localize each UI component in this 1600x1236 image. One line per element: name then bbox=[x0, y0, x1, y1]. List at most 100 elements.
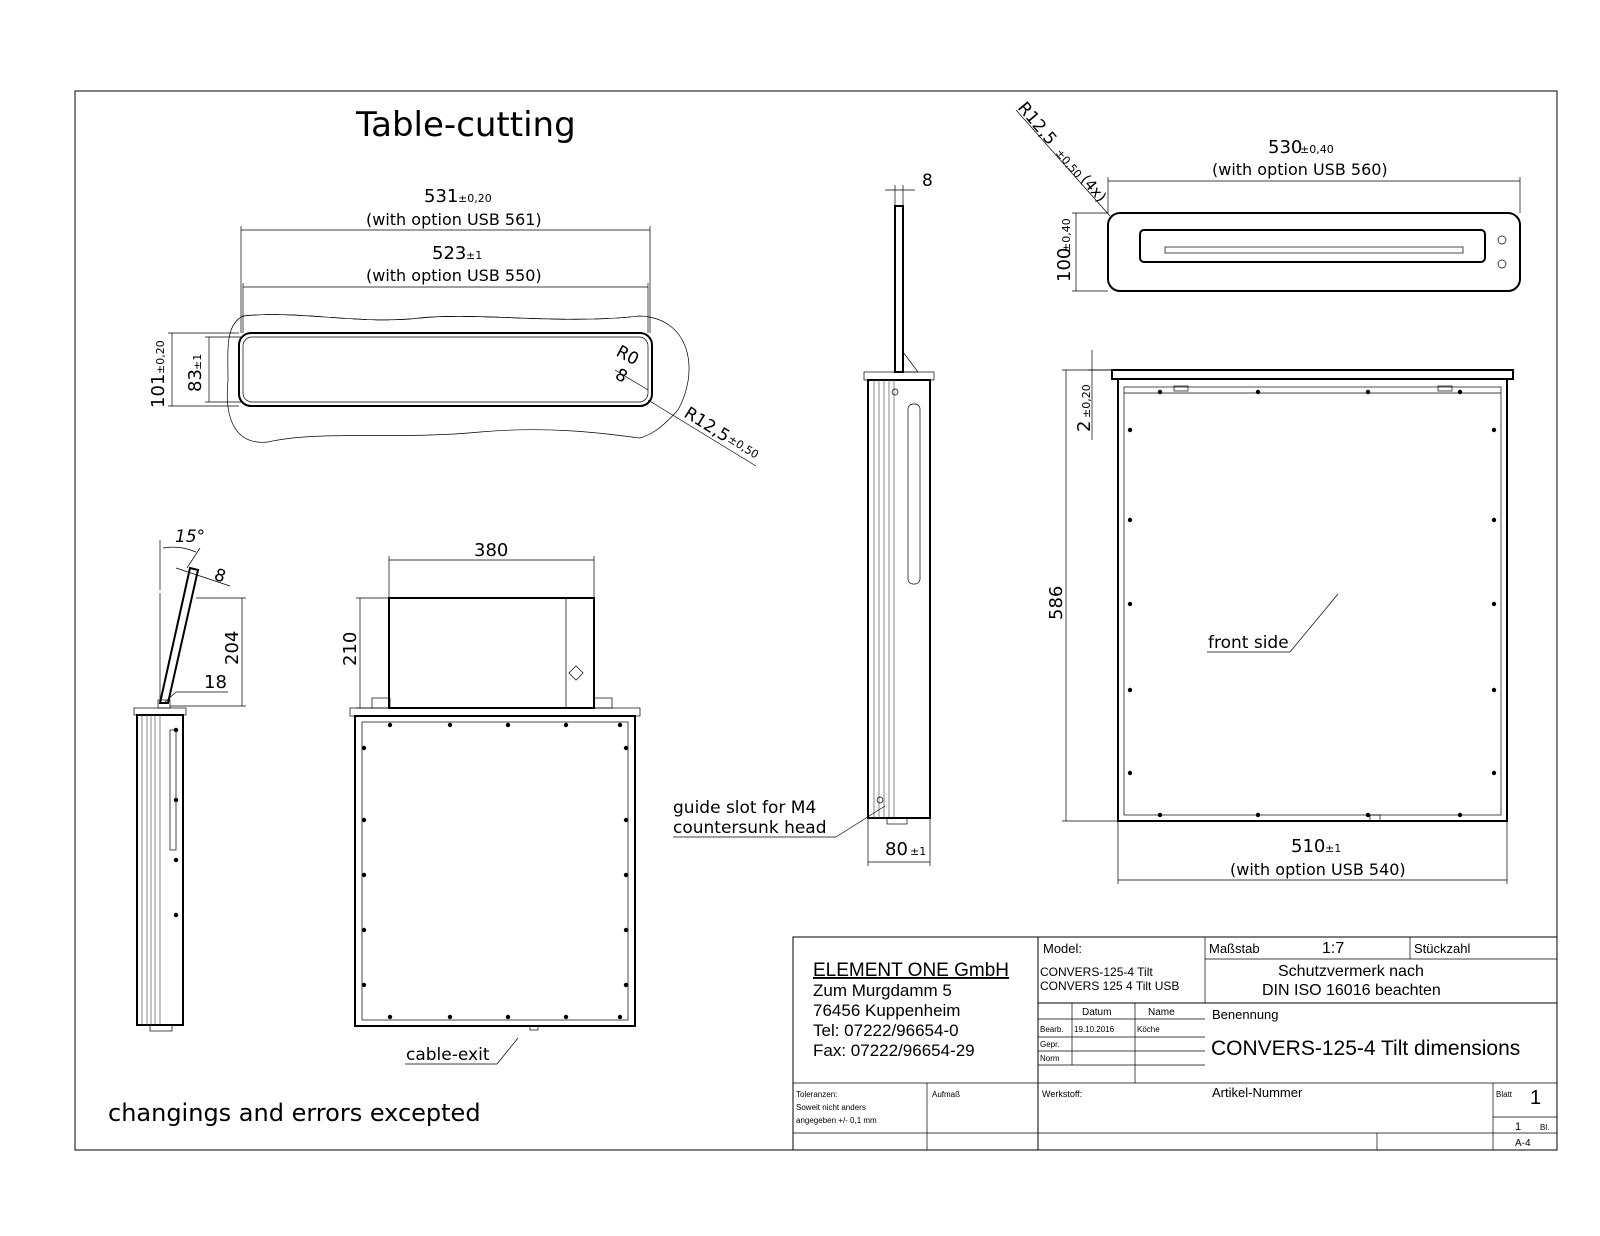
screw-dot bbox=[1491, 770, 1497, 776]
side-view: 15° 8 204 18 bbox=[133, 527, 246, 1032]
tol-2: ±0,20 bbox=[1080, 384, 1093, 418]
screw-dot bbox=[173, 857, 179, 863]
company-tel: Tel: 07222/96654-0 bbox=[813, 1021, 959, 1040]
screw-dot bbox=[1157, 389, 1163, 395]
screw-dot bbox=[1491, 517, 1497, 523]
screw-dot bbox=[173, 912, 179, 918]
tol-100: ±0,40 bbox=[1060, 218, 1073, 252]
model-line2: CONVERS 125 4 Tilt USB bbox=[1040, 979, 1179, 993]
dim-8-cut: 8 bbox=[612, 365, 631, 388]
front-side-label: front side bbox=[1208, 633, 1289, 653]
sheets-label: Bl. bbox=[1540, 1123, 1549, 1132]
tol-83: ±1 bbox=[191, 354, 204, 370]
dim-8-narrow: 8 bbox=[922, 171, 933, 191]
tol-80: ±1 bbox=[910, 845, 926, 858]
screw-dot bbox=[1127, 770, 1133, 776]
naming-label: Benennung bbox=[1212, 1007, 1279, 1022]
material-label: Werkstoff: bbox=[1042, 1089, 1082, 1099]
narrow-view: 8 80 ±1 guide slot for M4 countersunk he… bbox=[673, 171, 935, 866]
screw-dot bbox=[1127, 517, 1133, 523]
front-view: 380 210 cable-exit bbox=[340, 540, 641, 1065]
screw-dot bbox=[1127, 687, 1133, 693]
scale-value: 1:7 bbox=[1322, 940, 1344, 957]
company-fax: Fax: 07222/96654-29 bbox=[813, 1041, 975, 1060]
drawing-heading: Table-cutting bbox=[355, 105, 576, 145]
top-view: R12,5 ±0,50 (4x) 530 ±0,40 (with option … bbox=[1013, 98, 1521, 292]
screw-dot bbox=[1255, 389, 1261, 395]
tol-531: ±0,20 bbox=[458, 192, 492, 205]
dim-100: 100 bbox=[1054, 248, 1075, 282]
screw-dot bbox=[173, 727, 179, 733]
screw-dot bbox=[617, 1014, 623, 1020]
screw-dot bbox=[623, 817, 629, 823]
count-4x: (4x) bbox=[1077, 171, 1110, 206]
dim-380: 380 bbox=[474, 540, 508, 561]
radius-r125-top: R12,5 bbox=[1013, 98, 1060, 149]
radius-r0: R0 bbox=[613, 342, 642, 370]
screw-dot bbox=[447, 722, 453, 728]
screw-dots bbox=[173, 389, 1497, 1020]
col-name: Name bbox=[1148, 1007, 1175, 1018]
dim-101: 101 bbox=[148, 374, 169, 408]
protection-line1: Schutzvermerk nach bbox=[1278, 963, 1424, 980]
dim-531: 531 bbox=[424, 186, 458, 207]
screw-dot bbox=[387, 1014, 393, 1020]
sheet-label: Blatt bbox=[1496, 1090, 1513, 1099]
dim-586: 586 bbox=[1046, 586, 1067, 620]
screw-dot bbox=[1491, 687, 1497, 693]
guide-slot-line2: countersunk head bbox=[673, 818, 827, 838]
article-label: Artikel-Nummer bbox=[1212, 1085, 1303, 1100]
screw-dot bbox=[563, 1014, 569, 1020]
screw-dot bbox=[361, 745, 367, 751]
protection-line2: DIN ISO 16016 beachten bbox=[1262, 982, 1441, 999]
option-550: (with option USB 550) bbox=[366, 266, 542, 285]
dim-530: 530 bbox=[1268, 137, 1302, 158]
company-name: ELEMENT ONE GmbH bbox=[813, 960, 1009, 981]
screw-dot bbox=[1365, 812, 1371, 818]
company-city: 76456 Kuppenheim bbox=[813, 1001, 960, 1020]
scale-label: Maßstab bbox=[1209, 941, 1260, 956]
tolerance-line2: angegeben +/- 0,1 mm bbox=[796, 1116, 877, 1125]
format-label: A-4 bbox=[1515, 1138, 1531, 1149]
option-561: (with option USB 561) bbox=[366, 210, 542, 229]
guide-slot-line1: guide slot for M4 bbox=[673, 798, 816, 818]
sheets-value: 1 bbox=[1515, 1121, 1521, 1133]
tol-510: ±1 bbox=[1325, 842, 1341, 855]
dim-80: 80 bbox=[885, 839, 908, 860]
drawing-title-text: CONVERS-125-4 Tilt dimensions bbox=[1211, 1037, 1520, 1060]
dim-83: 83 bbox=[185, 369, 206, 392]
screw-dot bbox=[447, 1014, 453, 1020]
screw-dot bbox=[563, 722, 569, 728]
dim-510: 510 bbox=[1291, 836, 1325, 857]
surface-label: Aufmaß bbox=[932, 1090, 960, 1099]
screw-dot bbox=[1457, 812, 1463, 818]
disclaimer-text: changings and errors excepted bbox=[108, 1099, 481, 1127]
company-street: Zum Murgdamm 5 bbox=[813, 981, 952, 1000]
screw-dot bbox=[361, 927, 367, 933]
dim-2: 2 bbox=[1074, 421, 1095, 432]
screw-dot bbox=[1491, 601, 1497, 607]
dim-523: 523 bbox=[432, 243, 466, 264]
cable-exit-label: cable-exit bbox=[406, 1045, 490, 1065]
screw-dot bbox=[623, 927, 629, 933]
screw-dot bbox=[1365, 389, 1371, 395]
row-drawn: Bearb. bbox=[1040, 1025, 1064, 1034]
quantity-label: Stückzahl bbox=[1414, 941, 1470, 956]
screw-dot bbox=[1457, 389, 1463, 395]
model-label: Model: bbox=[1043, 941, 1082, 956]
screw-dot bbox=[505, 722, 511, 728]
screw-dot bbox=[1157, 812, 1163, 818]
row-norm: Norm bbox=[1040, 1054, 1060, 1063]
tolerance-label: Toleranzen: bbox=[796, 1090, 837, 1099]
option-540: (with option USB 540) bbox=[1230, 860, 1406, 879]
screw-dot bbox=[361, 872, 367, 878]
option-560: (with option USB 560) bbox=[1212, 160, 1388, 179]
screw-dot bbox=[1127, 427, 1133, 433]
tol-r125: ±0,50 bbox=[725, 433, 760, 462]
model-line1: CONVERS-125-4 Tilt bbox=[1040, 965, 1153, 979]
screw-dot bbox=[1127, 601, 1133, 607]
dim-204: 204 bbox=[222, 631, 243, 665]
sheet-value: 1 bbox=[1530, 1087, 1541, 1109]
tol-523: ±1 bbox=[466, 249, 482, 262]
tol-530: ±0,40 bbox=[1300, 143, 1334, 156]
